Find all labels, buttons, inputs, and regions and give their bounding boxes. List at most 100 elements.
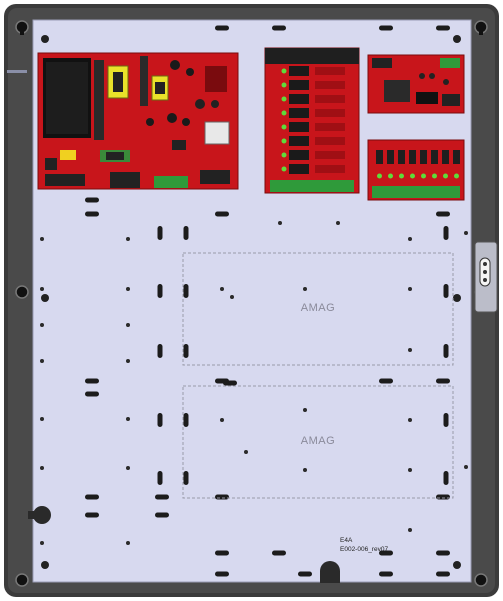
mounting-slot — [223, 380, 237, 386]
part-label: E002-006_rev07 — [340, 546, 389, 553]
status-led — [281, 110, 287, 116]
mounting-hole — [408, 528, 412, 532]
mounting-slot — [443, 413, 449, 427]
status-led — [281, 124, 287, 130]
status-led — [377, 173, 382, 179]
mounting-slot — [215, 550, 229, 556]
mounting-slot — [298, 571, 312, 577]
relay-board — [264, 47, 360, 194]
status-led — [388, 173, 393, 179]
mounting-slot — [157, 284, 163, 298]
bottom-center-notch — [320, 561, 340, 583]
mounting-slot — [85, 494, 99, 500]
relay-trace — [315, 151, 345, 159]
mounting-hole — [40, 359, 44, 363]
fuse — [442, 150, 449, 164]
mounting-slot — [85, 378, 99, 384]
mounting-slot — [157, 471, 163, 485]
keyhole-top-left — [15, 20, 29, 35]
status-led — [432, 173, 437, 179]
relay-trace — [315, 137, 345, 145]
mounting-hole — [220, 287, 224, 291]
fuse — [431, 150, 438, 164]
mounting-hole — [126, 541, 130, 545]
mounting-slot — [85, 512, 99, 518]
mounting-slot — [436, 378, 450, 384]
tamper-switch — [474, 241, 498, 313]
relay-trace — [315, 95, 345, 103]
mounting-slot — [215, 25, 229, 31]
relay — [289, 94, 309, 104]
wire-entry — [7, 70, 27, 73]
mounting-slot — [379, 571, 393, 577]
mounting-hole — [464, 231, 468, 235]
mounting-slot — [215, 571, 229, 577]
mounting-hole — [278, 221, 282, 225]
status-led — [281, 96, 287, 102]
mounting-hole — [303, 408, 307, 412]
mounting-slot — [436, 494, 450, 500]
mounting-slot — [272, 550, 286, 556]
mounting-slot — [436, 571, 450, 577]
power-supply-board — [37, 52, 239, 190]
mounting-slot — [443, 284, 449, 298]
mounting-slot — [379, 378, 393, 384]
mount-hole-mid-left — [15, 285, 29, 299]
mounting-hole — [126, 466, 130, 470]
keyhole-top-right — [474, 20, 488, 35]
mounting-slot — [379, 550, 393, 556]
status-led — [399, 173, 404, 179]
mounting-zone-bottom — [182, 385, 454, 499]
mounting-hole — [303, 468, 307, 472]
mounting-slot — [157, 413, 163, 427]
mounting-slot — [183, 413, 189, 427]
mounting-slot — [85, 391, 99, 397]
mounting-hole — [230, 295, 234, 299]
status-led — [281, 138, 287, 144]
fuse — [387, 150, 394, 164]
mounting-slot — [443, 471, 449, 485]
fuse — [420, 150, 427, 164]
relay-trace — [315, 109, 345, 117]
status-led — [421, 173, 426, 179]
mounting-slot — [443, 344, 449, 358]
mounting-slot — [183, 471, 189, 485]
mounting-hole — [40, 287, 44, 291]
fuse — [376, 150, 383, 164]
mounting-hole — [336, 221, 340, 225]
mounting-slot — [183, 344, 189, 358]
fuse-distribution-board — [367, 139, 465, 201]
mounting-hole — [408, 237, 412, 241]
mounting-hole — [40, 417, 44, 421]
mounting-slot — [443, 226, 449, 240]
relay — [289, 136, 309, 146]
mounting-slot — [85, 211, 99, 217]
mounting-hole — [408, 468, 412, 472]
relay — [289, 108, 309, 118]
zone-label-top: AMAG — [300, 302, 336, 314]
mounting-hole — [126, 237, 130, 241]
mounting-hole — [40, 237, 44, 241]
mounting-hole — [464, 465, 468, 469]
model-label: E4A — [340, 537, 353, 544]
mounting-hole — [126, 287, 130, 291]
mounting-hole — [220, 418, 224, 422]
relay — [289, 66, 309, 76]
mounting-slot — [85, 197, 99, 203]
status-led — [281, 152, 287, 158]
mounting-slot — [157, 344, 163, 358]
fuse — [398, 150, 405, 164]
mounting-slot — [157, 226, 163, 240]
relay-trace — [315, 81, 345, 89]
mounting-slot — [183, 284, 189, 298]
mounting-slot — [436, 25, 450, 31]
relay — [289, 150, 309, 160]
mount-hole-bottom-left — [15, 573, 29, 587]
status-led — [281, 82, 287, 88]
mounting-hole — [303, 287, 307, 291]
keyhole-bottom-left-notch — [28, 506, 51, 524]
fuse — [409, 150, 416, 164]
small-controller-board — [367, 54, 465, 114]
mounting-hole — [40, 466, 44, 470]
